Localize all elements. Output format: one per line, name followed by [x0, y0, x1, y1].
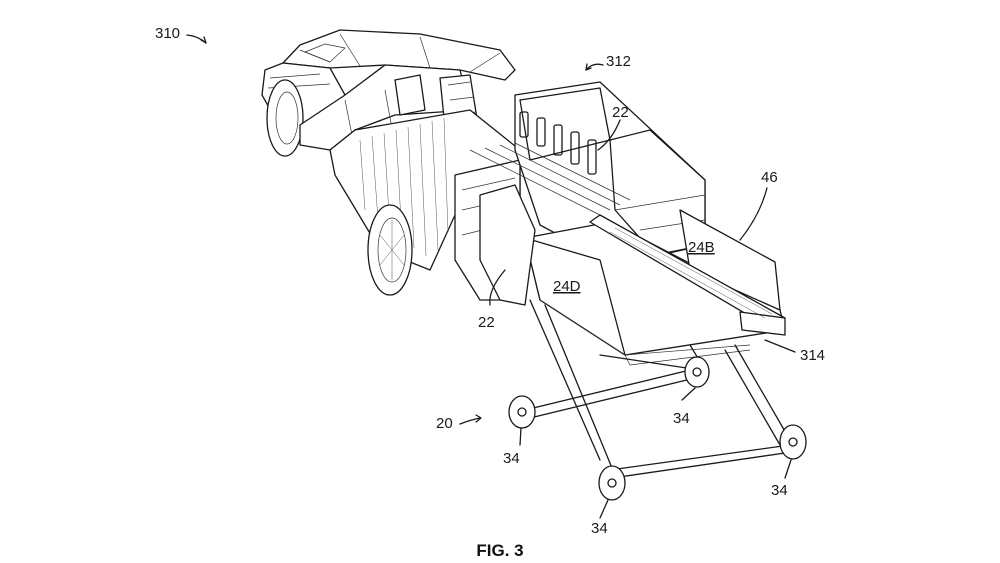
label-34-left: 34 — [503, 450, 520, 467]
figure-caption: FIG. 3 — [476, 541, 523, 560]
reference-labels: 310 312 22 46 24B 24D 22 314 20 34 34 34… — [155, 25, 825, 537]
extended-tray — [479, 184, 786, 366]
label-34-mid: 34 — [673, 410, 690, 427]
label-22-bottom: 22 — [478, 314, 495, 331]
leader-lines — [186, 34, 796, 519]
label-314: 314 — [800, 347, 825, 364]
bed-storage-unit — [469, 81, 706, 266]
caster-wheels — [508, 356, 807, 501]
label-24D: 24D — [553, 278, 581, 295]
label-20: 20 — [436, 415, 453, 432]
label-34-bottom: 34 — [591, 520, 608, 537]
label-310: 310 — [155, 25, 180, 42]
pickup-truck — [261, 29, 521, 301]
label-24B: 24B — [688, 239, 715, 256]
label-22-top: 22 — [612, 104, 629, 121]
label-34-right: 34 — [771, 482, 788, 499]
label-312: 312 — [606, 53, 631, 70]
label-46: 46 — [761, 169, 778, 186]
